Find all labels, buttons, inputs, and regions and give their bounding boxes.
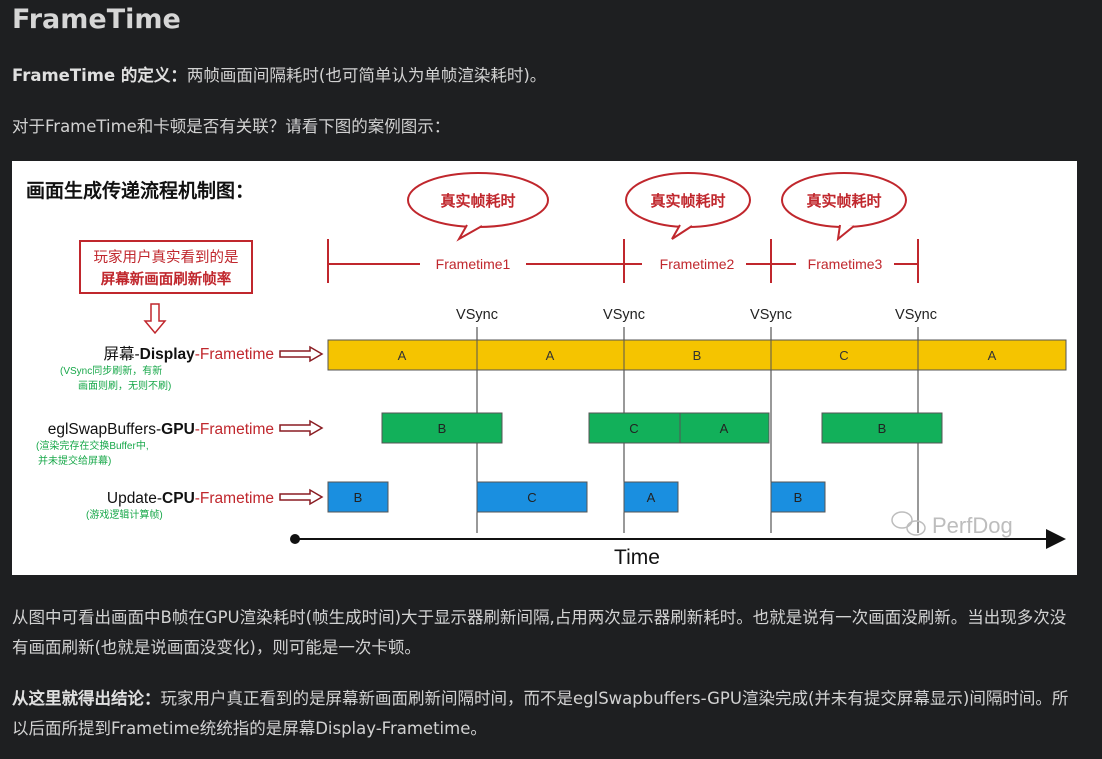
note-line-2: 屏幕新画面刷新帧率 [101, 270, 232, 288]
question-paragraph: 对于FrameTime和卡顿是否有关联？请看下图的案例图示： [12, 117, 451, 136]
wechat-icon [891, 511, 926, 536]
cpu-sub-1: (游戏逻辑计算帧) [86, 508, 163, 521]
gpu-label: eglSwapBuffers-GPU-Frametime (渲染完存在交换Buf… [36, 421, 274, 467]
svg-text:B: B [354, 490, 363, 505]
gpu-cell-4: B [821, 412, 943, 444]
gpu-cell-3: A [679, 412, 770, 444]
down-arrow-icon [143, 303, 167, 335]
watermark-text: PerfDog [932, 513, 1013, 538]
svg-text:A: A [720, 421, 729, 436]
svg-text:Update-CPU-Frametime: Update-CPU-Frametime [107, 490, 274, 507]
cpu-cell-1: B [327, 481, 389, 513]
vsync-label-3: VSync [750, 307, 792, 323]
gpu-row: B C A B [381, 412, 943, 444]
time-label: Time [614, 546, 660, 569]
vsync-label-1: VSync [456, 307, 498, 323]
vsync-label-2: VSync [603, 307, 645, 323]
display-cell-1: A [327, 339, 478, 371]
diagram-title: 画面生成传递流程机制图： [26, 179, 254, 202]
svg-text:B: B [878, 421, 887, 436]
arrow-right-icon [279, 488, 324, 506]
analysis-paragraph: 从图中可看出画面中B帧在GPU渲染耗时(帧生成时间)大于显示器刷新间隔,占用两次… [12, 608, 1067, 657]
bubble-label-2: 真实帧耗时 [650, 192, 725, 210]
frametime2-label: Frametime2 [660, 256, 735, 272]
svg-text:A: A [546, 348, 555, 363]
definition-label: FrameTime 的定义： [12, 66, 187, 85]
frametime3-label: Frametime3 [808, 256, 883, 272]
svg-text:B: B [794, 490, 803, 505]
conclusion-paragraph: 从这里就得出结论：玩家用户真正看到的是屏幕新画面刷新间隔时间，而不是eglSwa… [12, 684, 1074, 744]
note-line-1: 玩家用户真实看到的是 [94, 248, 239, 266]
svg-text:C: C [839, 348, 848, 363]
gpu-cell-1: B [381, 412, 503, 444]
time-axis [290, 529, 1066, 549]
bubble-1: 真实帧耗时 [407, 172, 549, 242]
display-row: A A B C A [327, 339, 1067, 371]
display-cell-5: A [917, 339, 1067, 371]
svg-text:C: C [629, 421, 638, 436]
svg-text:A: A [988, 348, 997, 363]
display-sub-1: (VSync同步刷新，有新 [60, 364, 162, 377]
vsync-label-4: VSync [895, 307, 937, 323]
conclusion-text: 玩家用户真正看到的是屏幕新画面刷新间隔时间，而不是eglSwapbuffers-… [12, 689, 1069, 738]
display-cell-3: B [623, 339, 772, 371]
svg-text:屏幕-Display-Frametime: 屏幕-Display-Frametime [103, 345, 274, 363]
page-heading: FrameTime [12, 4, 181, 35]
display-cell-4: C [770, 339, 919, 371]
svg-text:A: A [398, 348, 407, 363]
frametime-dimension [327, 239, 919, 283]
bubble-label-3: 真实帧耗时 [806, 192, 881, 210]
display-cell-2: A [476, 339, 625, 371]
bubble-2: 真实帧耗时 [625, 172, 751, 240]
cpu-label: Update-CPU-Frametime (游戏逻辑计算帧) [86, 490, 274, 521]
gpu-sub-2: 并未提交给屏幕) [38, 454, 111, 467]
cpu-row: B C A B [327, 481, 826, 513]
svg-text:C: C [527, 490, 536, 505]
arrow-right-icon [279, 419, 324, 437]
svg-text:A: A [647, 490, 656, 505]
definition-paragraph: FrameTime 的定义：两帧画面间隔耗时(也可简单认为单帧渲染耗时)。 [12, 61, 1074, 91]
definition-text: 两帧画面间隔耗时(也可简单认为单帧渲染耗时)。 [186, 66, 547, 85]
row-arrows [279, 345, 324, 506]
gpu-sub-1: (渲染完存在交换Buffer中, [36, 439, 149, 452]
watermark: PerfDog [891, 511, 1013, 538]
cpu-cell-3: A [623, 481, 679, 513]
conclusion-label: 从这里就得出结论： [12, 689, 161, 708]
svg-text:B: B [438, 421, 447, 436]
frametime-diagram: 画面生成传递流程机制图： 真实帧耗时 真实帧耗时 真实帧耗时 玩家用户真实看到的… [12, 161, 1077, 575]
note-box: 玩家用户真实看到的是 屏幕新画面刷新帧率 [79, 240, 253, 294]
cpu-cell-4: B [770, 481, 826, 513]
bubble-label-1: 真实帧耗时 [440, 192, 515, 210]
display-sub-2: 画面则刷，无则不刷) [78, 379, 171, 392]
svg-text:B: B [693, 348, 702, 363]
arrow-right-icon [279, 345, 324, 363]
display-label: 屏幕-Display-Frametime (VSync同步刷新，有新 画面则刷，… [60, 345, 274, 392]
frametime1-label: Frametime1 [436, 256, 511, 272]
gpu-cell-2: C [588, 412, 681, 444]
cpu-cell-2: C [476, 481, 588, 513]
bubble-3: 真实帧耗时 [781, 172, 907, 242]
svg-text:eglSwapBuffers-GPU-Frametime: eglSwapBuffers-GPU-Frametime [48, 421, 274, 438]
